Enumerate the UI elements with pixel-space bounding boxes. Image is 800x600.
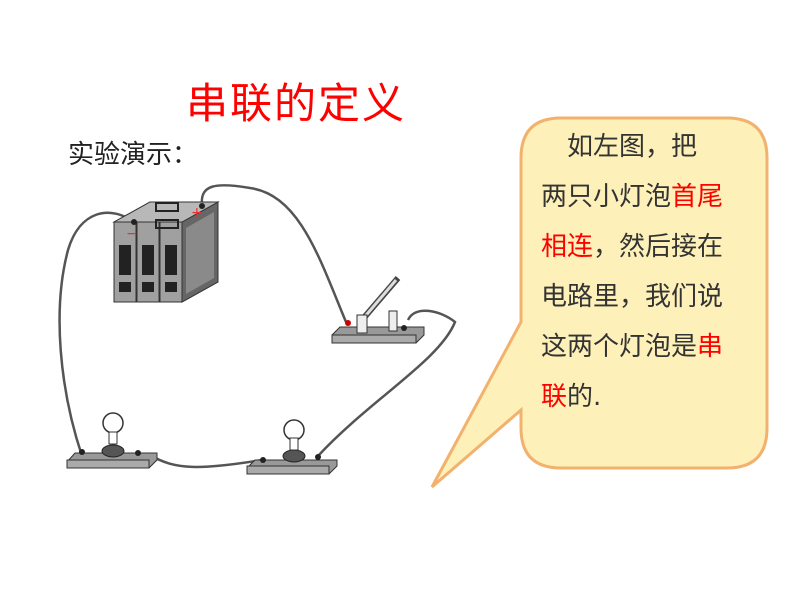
highlighted-term: 串 [697,332,724,362]
highlighted-term: 首尾 [671,182,724,212]
bubble-line: 相连，然后接在 [541,222,771,272]
switch-icon [331,276,425,344]
highlighted-term: 相连 [541,232,594,262]
lamp-2-icon [246,419,338,475]
slide-title: 串联的定义 [186,79,407,128]
battery-minus-label: − [126,226,138,242]
bubble-line: 联的. [541,372,771,422]
wires [58,184,457,469]
bubble-text-segment: 两只小灯泡 [541,182,672,212]
battery-icon: + − [112,201,220,303]
highlighted-term: 联 [541,382,568,412]
battery-plus-label: + [191,205,203,221]
bubble-text-segment: ，然后接在 [593,232,724,262]
bubble-line: 这两个灯泡是串 [541,322,771,372]
bubble-text-segment: 的. [567,382,602,412]
bubble-text-segment: 如左图，把 [541,132,698,162]
speech-bubble-text: 如左图，把两只小灯泡首尾相连，然后接在 电路里，我们说这两个灯泡是串联的. [541,122,771,422]
bubble-line: 电路里，我们说 [541,272,771,322]
bubble-text-segment: 这两个灯泡是 [541,332,698,362]
bubble-line: 如左图，把 [541,122,771,172]
experiment-label: 实验演示： [68,140,199,170]
bubble-line: 两只小灯泡首尾 [541,172,771,222]
bubble-text-segment: 电路里，我们说 [541,282,724,312]
speech-bubble [430,116,769,489]
lamp-1-icon [66,412,158,469]
